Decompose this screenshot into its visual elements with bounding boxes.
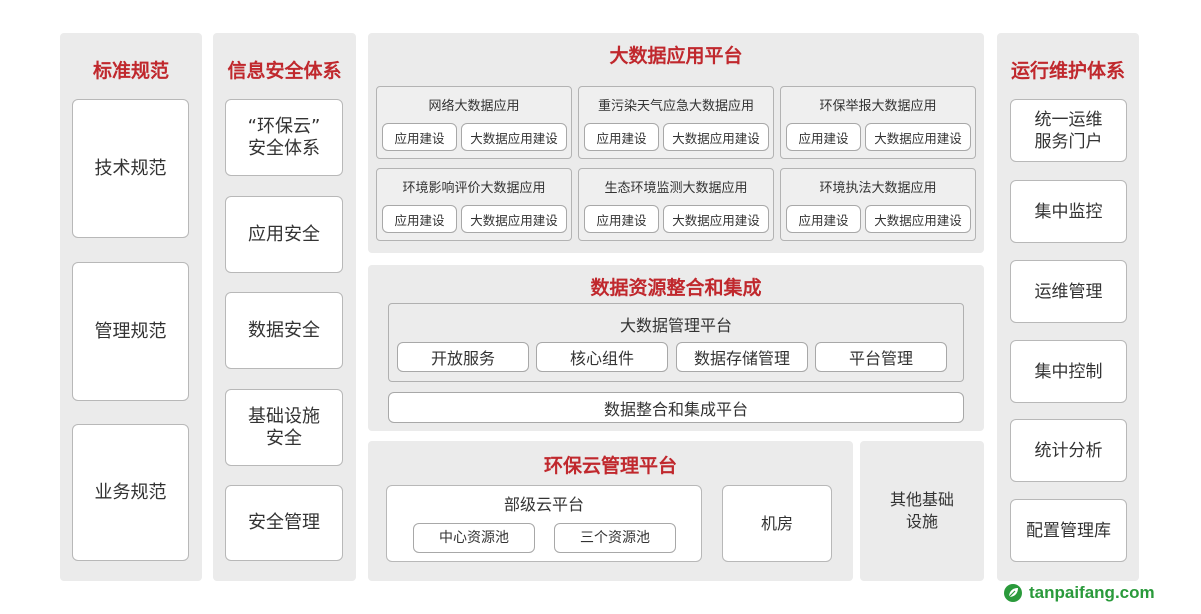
platform-mgmt-button[interactable]: 平台管理	[815, 342, 947, 372]
app-card-title: 环境执法大数据应用	[819, 181, 937, 196]
integration-platform-button[interactable]: 数据整合和集成平台	[388, 392, 964, 423]
ops-item-statistics[interactable]: 统计分析	[1010, 419, 1127, 482]
ops-item-management[interactable]: 运维管理	[1010, 260, 1127, 323]
bigdata-app-build-button[interactable]: 大数据应用建设	[461, 205, 567, 233]
other-infra-label: 其他基础 设施	[889, 490, 954, 531]
security-item-data[interactable]: 数据安全	[225, 292, 343, 369]
app-card-heavy-pollution: 重污染天气应急大数据应用 应用建设 大数据应用建设	[578, 86, 774, 159]
app-build-button[interactable]: 应用建设	[786, 205, 861, 233]
machine-room-box[interactable]: 机房	[722, 485, 832, 562]
bigdata-app-build-button[interactable]: 大数据应用建设	[865, 123, 971, 151]
ops-item-cmdb[interactable]: 配置管理库	[1010, 499, 1127, 562]
standards-title: 标准规范	[92, 60, 169, 82]
app-card-title: 环保举报大数据应用	[819, 99, 937, 114]
app-card-network: 网络大数据应用 应用建设 大数据应用建设	[376, 86, 572, 159]
ops-title: 运行维护体系	[1010, 60, 1125, 82]
bigdata-mgmt-platform-title: 大数据管理平台	[619, 316, 732, 335]
bigdata-app-build-button[interactable]: 大数据应用建设	[461, 123, 567, 151]
other-infra-panel[interactable]: 其他基础 设施	[860, 441, 984, 581]
app-build-button[interactable]: 应用建设	[382, 205, 457, 233]
tanpaifang-logo[interactable]: tanpaifang.com	[1003, 583, 1155, 603]
app-card-enforcement: 环境执法大数据应用 应用建设 大数据应用建设	[780, 168, 976, 241]
ministry-cloud-title: 部级云平台	[503, 495, 584, 514]
bigdata-app-build-button[interactable]: 大数据应用建设	[663, 123, 769, 151]
app-card-report: 环保举报大数据应用 应用建设 大数据应用建设	[780, 86, 976, 159]
ops-item-portal[interactable]: 统一运维 服务门户	[1010, 99, 1127, 162]
app-card-title: 重污染天气应急大数据应用	[597, 99, 754, 114]
center-pool-button[interactable]: 中心资源池	[413, 523, 535, 553]
standard-item-mgmt[interactable]: 管理规范	[72, 262, 189, 401]
security-item-cloud[interactable]: “环保云” 安全体系	[225, 99, 343, 176]
app-build-button[interactable]: 应用建设	[786, 123, 861, 151]
ops-item-monitoring[interactable]: 集中监控	[1010, 180, 1127, 243]
app-build-button[interactable]: 应用建设	[382, 123, 457, 151]
app-card-eco-monitoring: 生态环境监测大数据应用 应用建设 大数据应用建设	[578, 168, 774, 241]
app-card-title: 网络大数据应用	[428, 99, 520, 114]
logo-text: tanpaifang.com	[1029, 583, 1155, 602]
security-item-infra[interactable]: 基础设施 安全	[225, 389, 343, 466]
app-build-button[interactable]: 应用建设	[584, 205, 659, 233]
security-item-app[interactable]: 应用安全	[225, 196, 343, 273]
standard-item-business[interactable]: 业务规范	[72, 424, 189, 561]
app-card-title: 生态环境监测大数据应用	[604, 181, 748, 196]
bigdata-mgmt-platform: 大数据管理平台 开放服务 核心组件 数据存储管理 平台管理	[388, 303, 964, 382]
integration-title: 数据资源整合和集成	[590, 277, 762, 299]
ministry-cloud-platform: 部级云平台 中心资源池 三个资源池	[386, 485, 702, 562]
ops-item-control[interactable]: 集中控制	[1010, 340, 1127, 403]
leaf-logo-icon	[1004, 584, 1022, 602]
security-item-mgmt[interactable]: 安全管理	[225, 485, 343, 561]
cloud-title: 环保云管理平台	[543, 455, 677, 477]
core-component-button[interactable]: 核心组件	[536, 342, 668, 372]
three-pools-button[interactable]: 三个资源池	[554, 523, 676, 553]
data-storage-mgmt-button[interactable]: 数据存储管理	[676, 342, 808, 372]
open-service-button[interactable]: 开放服务	[397, 342, 529, 372]
bigdata-app-build-button[interactable]: 大数据应用建设	[865, 205, 971, 233]
app-card-title: 环境影响评价大数据应用	[402, 181, 546, 196]
app-build-button[interactable]: 应用建设	[584, 123, 659, 151]
standard-item-tech[interactable]: 技术规范	[72, 99, 189, 238]
bigdata-title: 大数据应用平台	[609, 45, 743, 67]
security-title: 信息安全体系	[227, 60, 342, 82]
app-card-eia: 环境影响评价大数据应用 应用建设 大数据应用建设	[376, 168, 572, 241]
bigdata-app-build-button[interactable]: 大数据应用建设	[663, 205, 769, 233]
